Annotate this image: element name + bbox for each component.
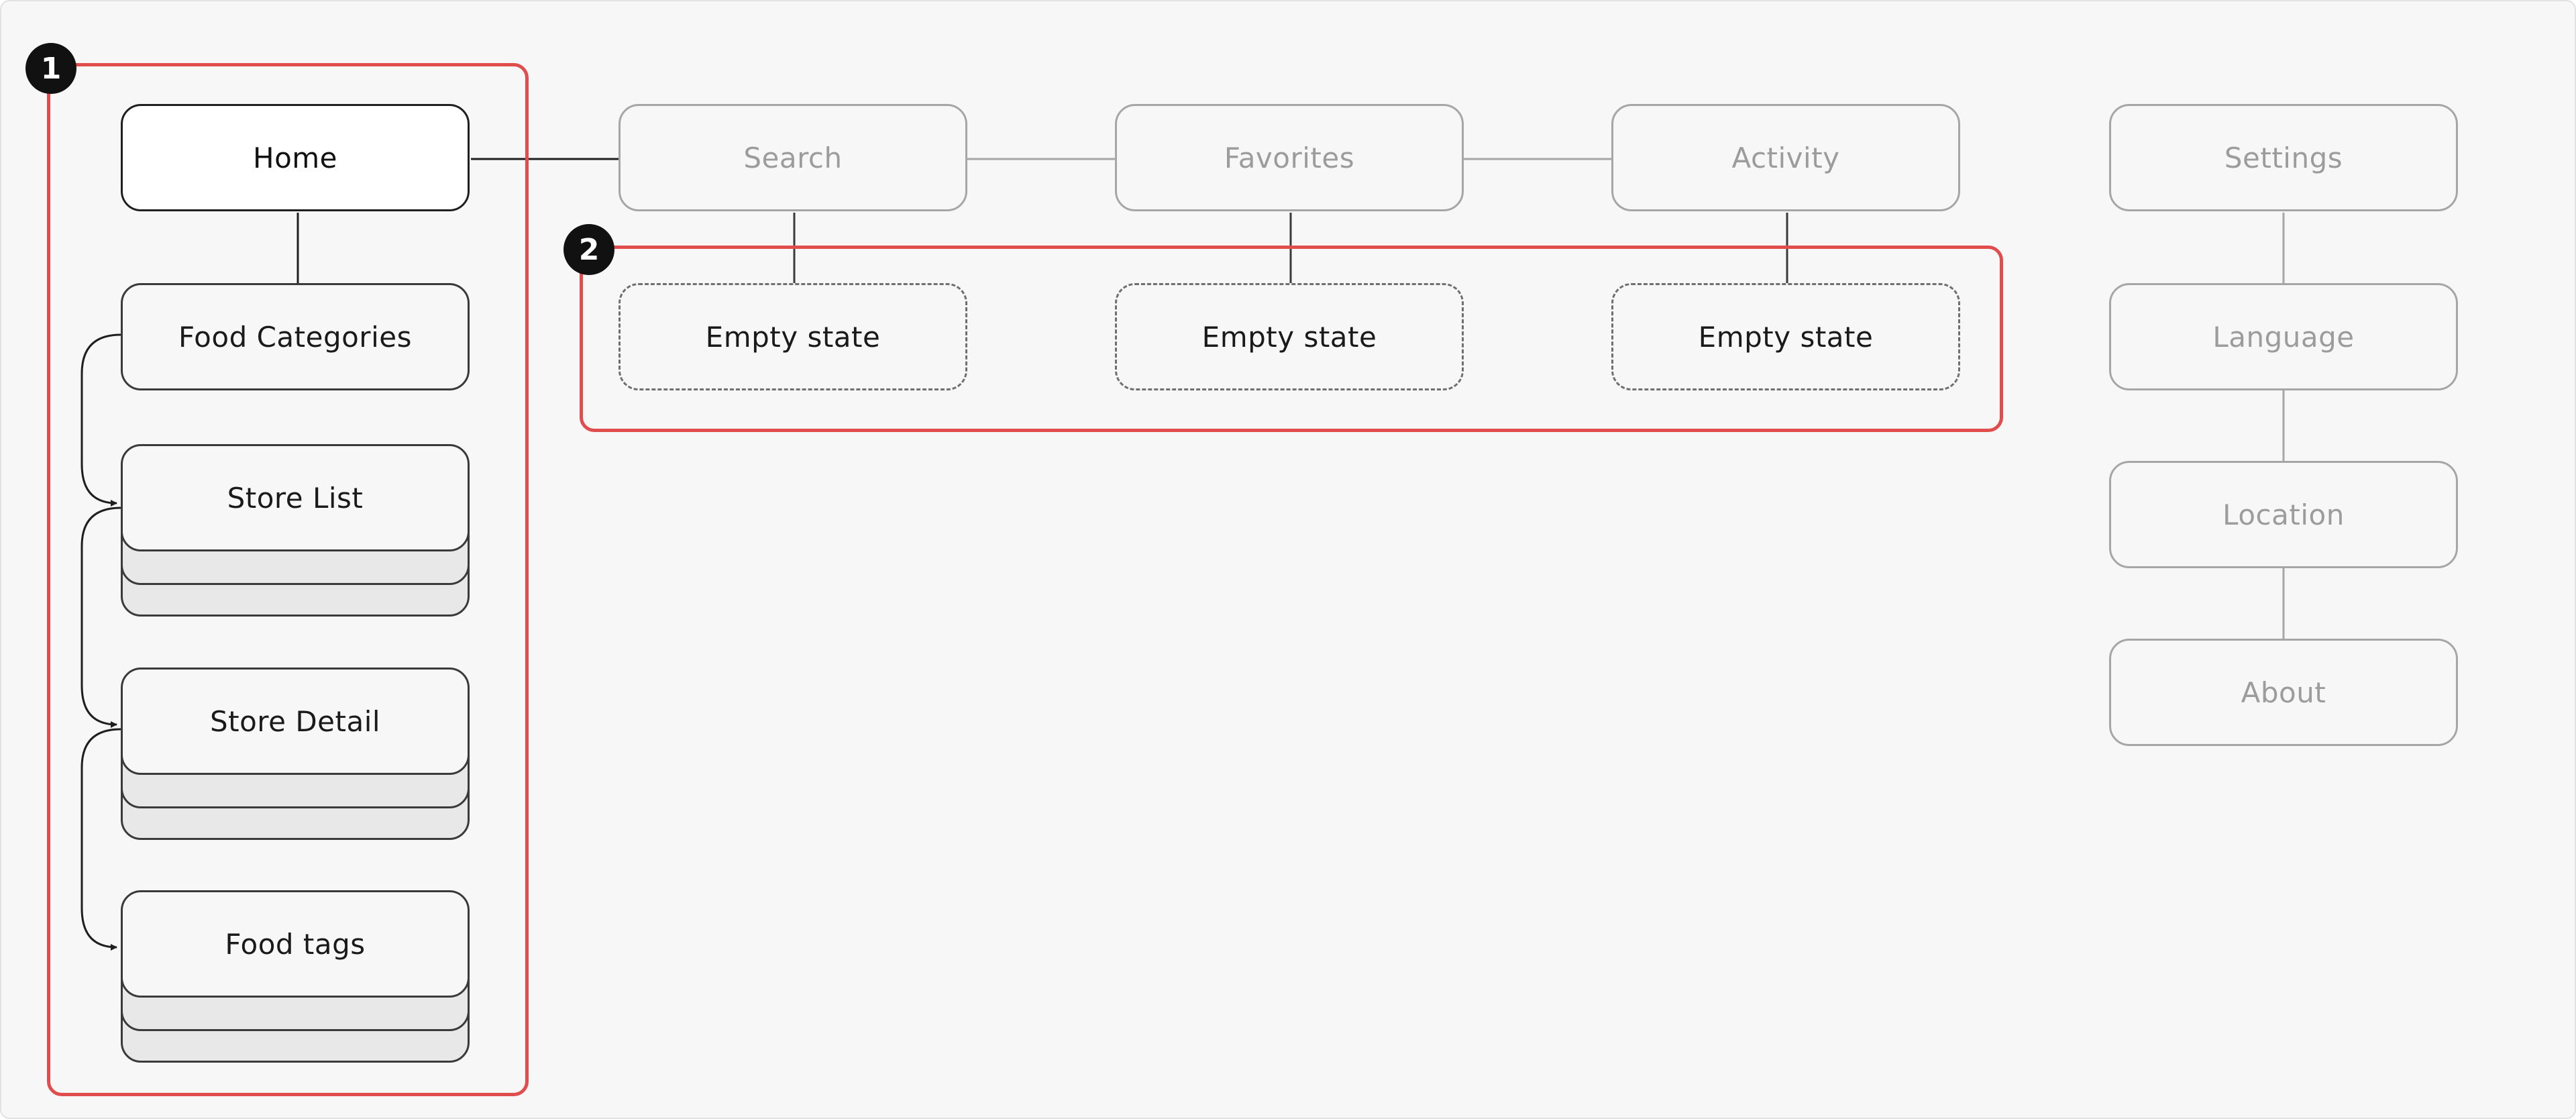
node-food-tags-label: Food tags [225, 927, 366, 961]
node-activity-label: Activity [1731, 141, 1840, 174]
node-search[interactable]: Search [619, 104, 967, 211]
highlight-group-2 [580, 246, 2003, 432]
empty-state-label: Empty state [1201, 320, 1377, 354]
arrow-store-list-to-store-detail [80, 507, 121, 728]
arrow-store-detail-to-food-tags [80, 728, 121, 951]
node-home[interactable]: Home [121, 104, 470, 211]
node-food-categories-label: Food Categories [178, 320, 412, 354]
node-location[interactable]: Location [2109, 461, 2458, 568]
node-store-list[interactable]: Store List [121, 444, 470, 551]
node-location-label: Location [2222, 498, 2345, 531]
badge-1: 1 [25, 43, 76, 94]
node-activity[interactable]: Activity [1611, 104, 1960, 211]
highlight-group-1 [47, 63, 529, 1096]
arrow-food-categories-to-store-list [80, 333, 121, 507]
node-empty-state-activity[interactable]: Empty state [1611, 283, 1960, 390]
node-settings[interactable]: Settings [2109, 104, 2458, 211]
node-language[interactable]: Language [2109, 283, 2458, 390]
node-empty-state-favorites[interactable]: Empty state [1115, 283, 1464, 390]
node-store-list-label: Store List [227, 481, 364, 515]
badge-2: 2 [564, 224, 614, 275]
node-empty-state-search[interactable]: Empty state [619, 283, 967, 390]
node-store-detail-label: Store Detail [209, 704, 381, 738]
empty-state-label: Empty state [705, 320, 881, 354]
node-favorites-label: Favorites [1224, 141, 1355, 174]
node-favorites[interactable]: Favorites [1115, 104, 1464, 211]
node-language-label: Language [2212, 320, 2355, 354]
node-home-label: Home [252, 141, 338, 174]
node-about[interactable]: About [2109, 639, 2458, 746]
node-food-tags[interactable]: Food tags [121, 890, 470, 998]
empty-state-label: Empty state [1698, 320, 1874, 354]
node-settings-label: Settings [2224, 141, 2343, 174]
node-store-detail[interactable]: Store Detail [121, 668, 470, 775]
node-food-categories[interactable]: Food Categories [121, 283, 470, 390]
node-search-label: Search [743, 141, 843, 174]
node-about-label: About [2241, 676, 2326, 709]
